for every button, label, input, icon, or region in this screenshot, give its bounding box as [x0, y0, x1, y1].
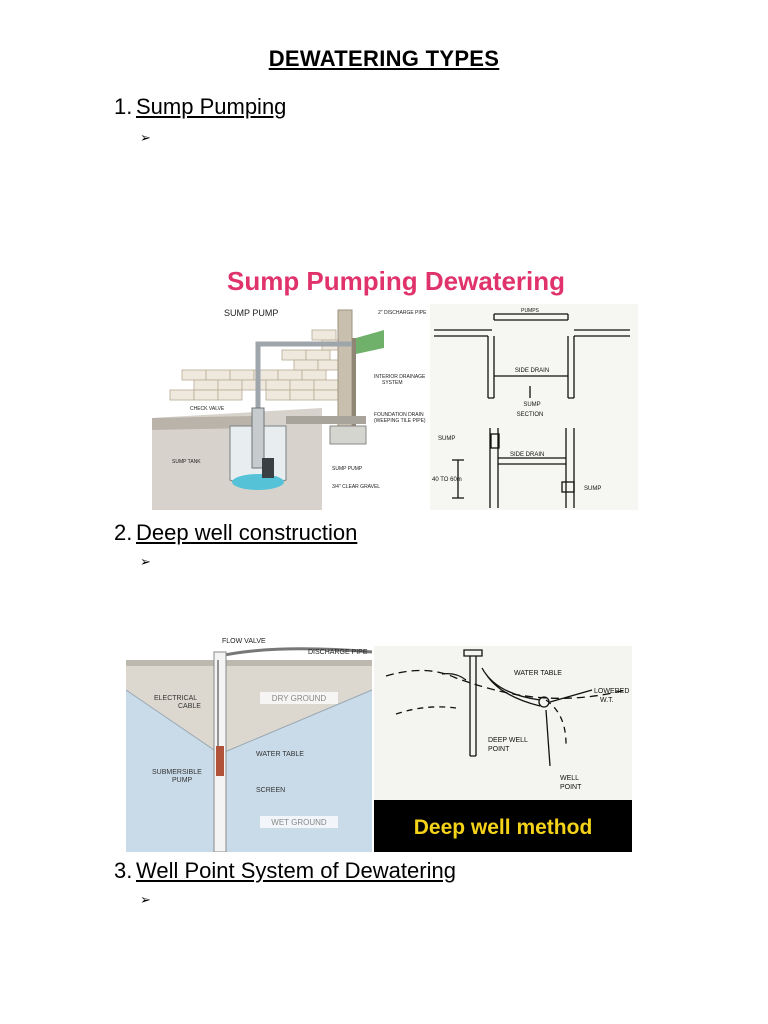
label-electrical-cable: ELECTRICAL — [154, 695, 197, 702]
page-title: DEWATERING TYPES — [268, 46, 500, 71]
label-sump-pump: SUMP PUMP — [224, 308, 278, 318]
section-number: 3. — [114, 858, 133, 883]
section-heading-deep-well: 2.Deep well construction — [114, 520, 357, 546]
sump-section-diagram — [430, 304, 638, 510]
label-sump-left: SUMP — [438, 436, 455, 442]
label-distance: 40 TO 60m — [432, 477, 462, 483]
label-section: SECTION — [517, 412, 544, 418]
label-weeping-tile: (WEEPING TILE PIPE) — [374, 418, 426, 424]
label-flow-valve: FLOW VALVE — [222, 638, 266, 645]
section-title: Sump Pumping — [136, 94, 287, 119]
label-sump-tank: SUMP TANK — [172, 459, 201, 465]
label-well-point: POINT — [560, 784, 582, 791]
label-dry-ground: DRY GROUND — [272, 694, 327, 703]
section-heading-sump-pumping: 1.Sump Pumping — [114, 94, 286, 120]
deep-well-illustration — [126, 634, 373, 852]
deep-well-figure: FLOW VALVE DISCHARGE PIPE ELECTRICAL CAB… — [126, 634, 632, 852]
label-deep-well: DEEP WELL — [488, 737, 528, 744]
label-well: WELL — [560, 775, 579, 782]
section-number: 1. — [114, 94, 133, 119]
section-title: Well Point System of Dewatering — [136, 858, 456, 883]
section-heading-well-point: 3.Well Point System of Dewatering — [114, 858, 456, 884]
label-interior-drainage: INTERIOR DRAINAGE — [374, 374, 426, 380]
sump-pump-illustration — [152, 309, 384, 510]
label-water-table-right: WATER TABLE — [514, 670, 562, 677]
label-clear-gravel: 3/4" CLEAR GRAVEL — [332, 484, 380, 490]
bullet-arrow-icon: ➢ — [140, 892, 151, 907]
bullet-arrow-icon: ➢ — [140, 130, 151, 145]
label-submersible-pump: SUBMERSIBLE — [152, 769, 202, 776]
bullet-arrow-icon: ➢ — [140, 554, 151, 569]
label-wet-ground: WET GROUND — [271, 818, 327, 827]
banner-background — [374, 800, 632, 852]
figure-banner-title: Sump Pumping Dewatering — [227, 266, 565, 296]
label-side-drain-plan: SIDE DRAIN — [510, 452, 544, 458]
label-check-valve: CHECK VALVE — [190, 406, 225, 412]
label-sump-right: SUMP — [584, 486, 601, 492]
label-water-table: WATER TABLE — [256, 751, 304, 758]
deep-well-method-banner: Deep well method — [414, 816, 593, 839]
section-number: 2. — [114, 520, 133, 545]
label-interior-drainage-system: SYSTEM — [382, 380, 403, 386]
label-lowered-wt: W.T. — [600, 697, 614, 704]
label-sump-pump-small: SUMP PUMP — [332, 466, 363, 472]
label-electrical-cable-2: CABLE — [178, 703, 201, 710]
label-foundation-drain: FOUNDATION DRAIN — [374, 412, 424, 418]
label-lowered: LOWERED — [594, 688, 629, 695]
label-pumps: PUMPS — [521, 308, 539, 314]
label-discharge-pipe: DISCHARGE PIPE — [308, 649, 368, 656]
label-screen: SCREEN — [256, 787, 285, 794]
label-side-drain: SIDE DRAIN — [515, 368, 549, 374]
section-title: Deep well construction — [136, 520, 358, 545]
sump-pumping-figure: Sump Pumping Dewatering — [152, 258, 638, 510]
label-submersible-pump-2: PUMP — [172, 777, 193, 784]
label-discharge-pipe: 2" DISCHARGE PIPE — [378, 310, 427, 316]
label-deep-well-point: POINT — [488, 746, 510, 753]
label-sump: SUMP — [523, 402, 540, 408]
